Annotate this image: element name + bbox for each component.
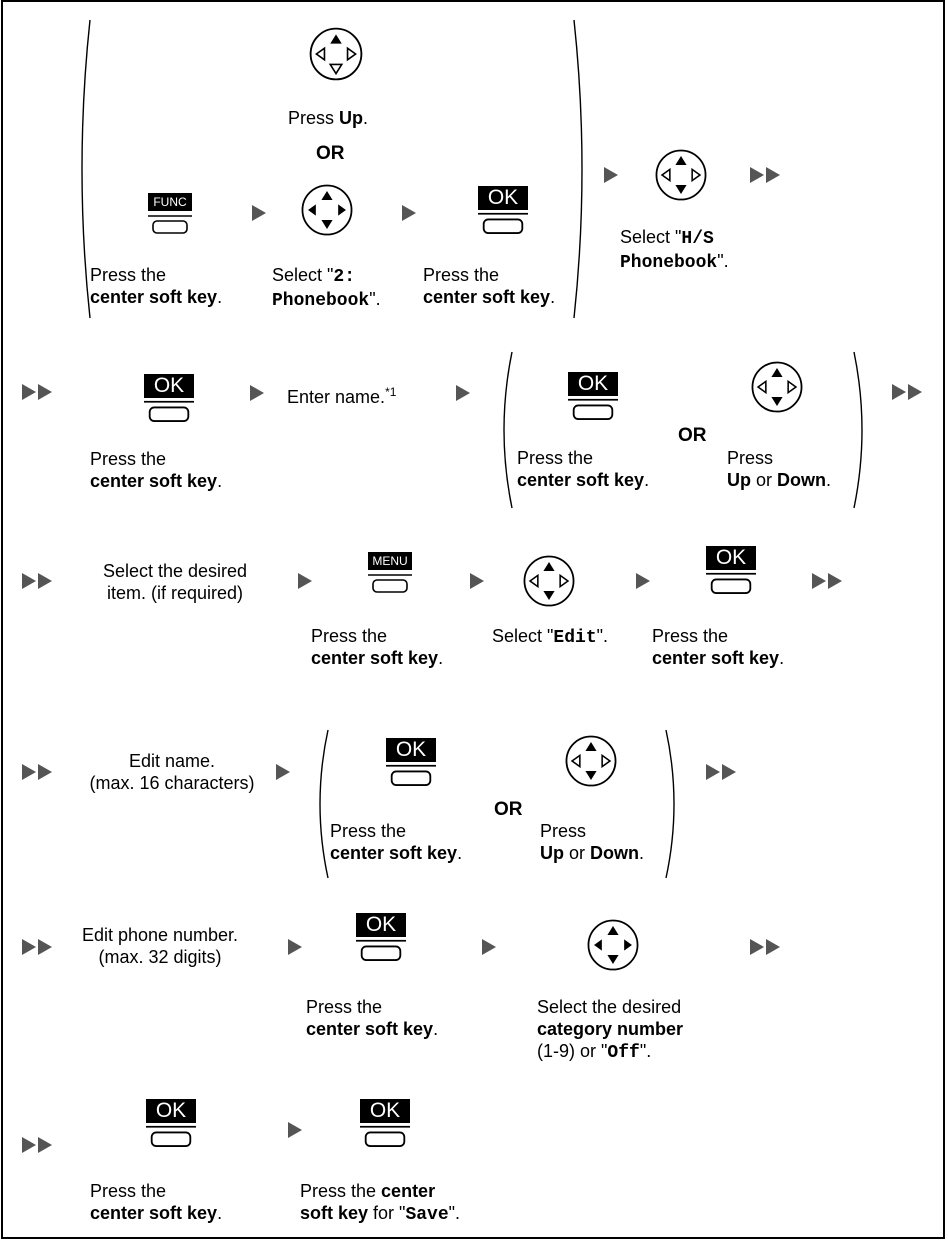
next-step-icon: [22, 384, 56, 400]
next-step-icon: [22, 1137, 56, 1153]
menu-soft-key[interactable]: MENU: [368, 552, 416, 602]
soft-button-icon: [360, 1125, 410, 1149]
press-center-soft-key: Press the center soft key.: [90, 1181, 223, 1223]
next-step-icon: [22, 764, 56, 780]
next-step-icon: [22, 573, 56, 589]
arrow-icon: [250, 385, 264, 401]
soft-button-icon: [706, 572, 756, 596]
press-center-soft-key: Press the center soft key.: [652, 626, 785, 668]
press-center-soft-key: Press the center soft key.: [311, 626, 444, 668]
press-center-soft-key-2: Press the center soft key.: [423, 265, 556, 307]
ok-soft-key[interactable]: OK: [706, 546, 758, 602]
or-label: OR: [316, 143, 345, 164]
ok-key-label: OK: [478, 186, 528, 210]
navigator-key-icon: [652, 146, 710, 204]
press-center-soft-key-1: Press the center soft key.: [90, 265, 223, 307]
press-center-soft-key: Press the center soft key.: [306, 997, 439, 1039]
arrow-icon: [288, 1122, 302, 1138]
arrow-icon: [298, 573, 312, 589]
ok-key-label: OK: [144, 374, 194, 398]
edit-name-label: Edit name. (max. 16 characters): [89, 751, 255, 793]
soft-button-icon: [146, 1125, 196, 1149]
ok-key-label: OK: [146, 1099, 196, 1123]
ok-key-label: OK: [568, 372, 618, 396]
arrow-icon: [288, 939, 302, 955]
menu-key-label: MENU: [368, 552, 412, 570]
next-step-icon: [750, 167, 784, 183]
ok-soft-key[interactable]: OK: [568, 372, 620, 428]
ok-soft-key[interactable]: OK: [478, 186, 530, 242]
or-label: OR: [494, 799, 523, 820]
navigator-key-icon: [298, 181, 356, 239]
arrow-icon: [456, 385, 470, 401]
arrow-icon: [470, 573, 484, 589]
soft-button-icon: [356, 939, 406, 963]
navigator-key-icon: [562, 732, 620, 790]
arrow-icon: [604, 167, 618, 183]
soft-button-icon: [568, 398, 618, 422]
arrow-icon: [252, 205, 266, 221]
navigator-key-icon: [520, 552, 578, 610]
press-up-label: Press Up.: [288, 108, 369, 128]
soft-button-icon: [148, 213, 192, 237]
select-category-label: Select the desired category number (1-9)…: [537, 997, 684, 1063]
press-center-soft-key: Press the center soft key.: [90, 449, 223, 491]
ok-soft-key[interactable]: OK: [360, 1099, 412, 1155]
left-paren: [319, 729, 329, 879]
arrow-icon: [482, 939, 496, 955]
func-key-label: FUNC: [148, 193, 192, 211]
soft-button-icon: [478, 212, 528, 236]
next-step-icon: [892, 384, 926, 400]
ok-soft-key[interactable]: OK: [146, 1099, 198, 1155]
ok-soft-key[interactable]: OK: [356, 913, 408, 969]
select-edit-label: Select "Edit".: [492, 626, 609, 648]
right-paren: [573, 19, 583, 319]
ok-key-label: OK: [386, 738, 436, 762]
ok-soft-key[interactable]: OK: [386, 738, 438, 794]
ok-key-label: OK: [356, 913, 406, 937]
press-save-label: Press the center soft key for "Save".: [300, 1181, 461, 1225]
func-soft-key[interactable]: FUNC: [148, 193, 196, 243]
soft-button-icon: [386, 764, 436, 788]
press-center-soft-key: Press the center soft key.: [330, 821, 463, 863]
navigator-key-icon: [584, 916, 642, 974]
navigator-key-up-icon: [306, 24, 366, 84]
soft-button-icon: [368, 572, 412, 596]
right-paren: [665, 729, 675, 879]
arrow-icon: [636, 573, 650, 589]
enter-name-label: Enter name.*1: [287, 385, 397, 407]
or-label: OR: [678, 425, 707, 446]
next-step-icon: [22, 939, 56, 955]
right-paren: [853, 351, 863, 509]
edit-phone-number-label: Edit phone number. (max. 32 digits): [81, 925, 239, 967]
left-paren: [81, 19, 91, 319]
ok-key-label: OK: [360, 1099, 410, 1123]
arrow-icon: [402, 205, 416, 221]
select-desired-item-label: Select the desired item. (if required): [102, 561, 248, 603]
next-step-icon: [706, 764, 740, 780]
ok-key-label: OK: [706, 546, 756, 570]
navigator-key-icon: [748, 358, 806, 416]
select-hs-phonebook-label: Select "H/S Phonebook".: [620, 227, 729, 273]
soft-button-icon: [144, 400, 194, 424]
next-step-icon: [750, 939, 784, 955]
arrow-icon: [276, 764, 290, 780]
ok-soft-key[interactable]: OK: [144, 374, 196, 430]
next-step-icon: [812, 573, 846, 589]
press-up-or-down-label: Press Up or Down.: [727, 448, 832, 490]
press-up-or-down-label: Press Up or Down.: [540, 821, 645, 863]
left-paren: [503, 351, 513, 509]
select-phonebook-label: Select "2: Phonebook".: [272, 265, 381, 311]
press-center-soft-key: Press the center soft key.: [517, 448, 650, 490]
